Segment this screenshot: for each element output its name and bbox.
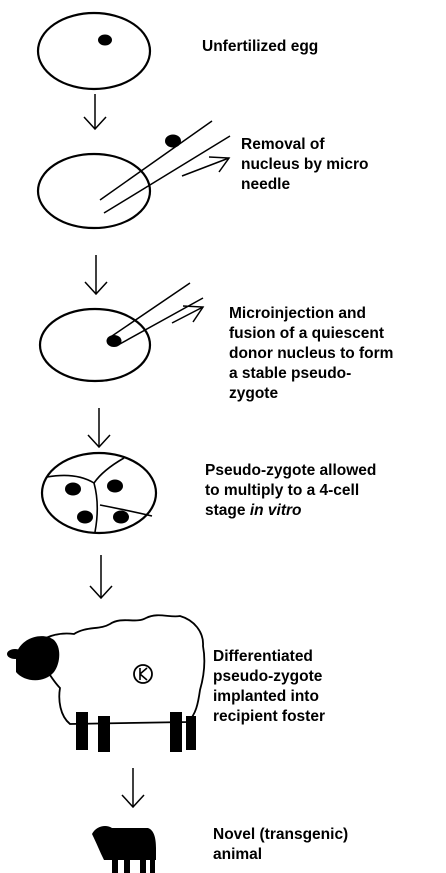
label-line: pseudo-zygote bbox=[213, 667, 325, 687]
unfertilized-egg bbox=[38, 13, 150, 89]
label-line: animal bbox=[213, 845, 348, 865]
arrow-1 bbox=[84, 94, 106, 129]
transgenic-lamb-icon bbox=[92, 826, 156, 873]
label-line: Novel (transgenic) bbox=[213, 825, 348, 845]
label-line: Removal of bbox=[241, 135, 368, 155]
label-implanted-foster: Differentiated pseudo-zygote implanted i… bbox=[213, 647, 325, 727]
label-line: needle bbox=[241, 175, 368, 195]
arrow-4 bbox=[90, 555, 112, 598]
label-line: recipient foster bbox=[213, 707, 325, 727]
label-line: a stable pseudo- bbox=[229, 364, 393, 384]
label-line: Unfertilized egg bbox=[202, 37, 318, 57]
foster-sheep-icon bbox=[7, 615, 204, 752]
label-line-prefix: stage bbox=[205, 502, 250, 519]
label-novel-animal: Novel (transgenic) animal bbox=[213, 825, 348, 865]
label-line: donor nucleus to form bbox=[229, 344, 393, 364]
label-line: nucleus by micro bbox=[241, 155, 368, 175]
label-line: implanted into bbox=[213, 687, 325, 707]
label-line: Microinjection and bbox=[229, 304, 393, 324]
label-line: Differentiated bbox=[213, 647, 325, 667]
label-line: stage in vitro bbox=[205, 501, 376, 521]
label-line: to multiply to a 4-cell bbox=[205, 481, 376, 501]
label-line: zygote bbox=[229, 384, 393, 404]
label-unfertilized-egg: Unfertilized egg bbox=[202, 37, 318, 57]
injected-egg bbox=[40, 309, 150, 381]
four-cell-embryo bbox=[42, 453, 156, 533]
label-in-vitro: in vitro bbox=[250, 502, 302, 519]
arrow-2 bbox=[85, 255, 107, 294]
label-removal-of-nucleus: Removal of nucleus by micro needle bbox=[241, 135, 368, 195]
arrow-5 bbox=[122, 768, 144, 807]
label-line: Pseudo-zygote allowed bbox=[205, 461, 376, 481]
suction-arrow bbox=[182, 157, 229, 176]
label-microinjection: Microinjection and fusion of a quiescent… bbox=[229, 304, 393, 404]
injection-arrow bbox=[172, 306, 203, 323]
arrow-3 bbox=[88, 408, 110, 447]
label-four-cell-stage: Pseudo-zygote allowed to multiply to a 4… bbox=[205, 461, 376, 521]
label-line: fusion of a quiescent bbox=[229, 324, 393, 344]
enucleated-egg bbox=[38, 154, 150, 228]
